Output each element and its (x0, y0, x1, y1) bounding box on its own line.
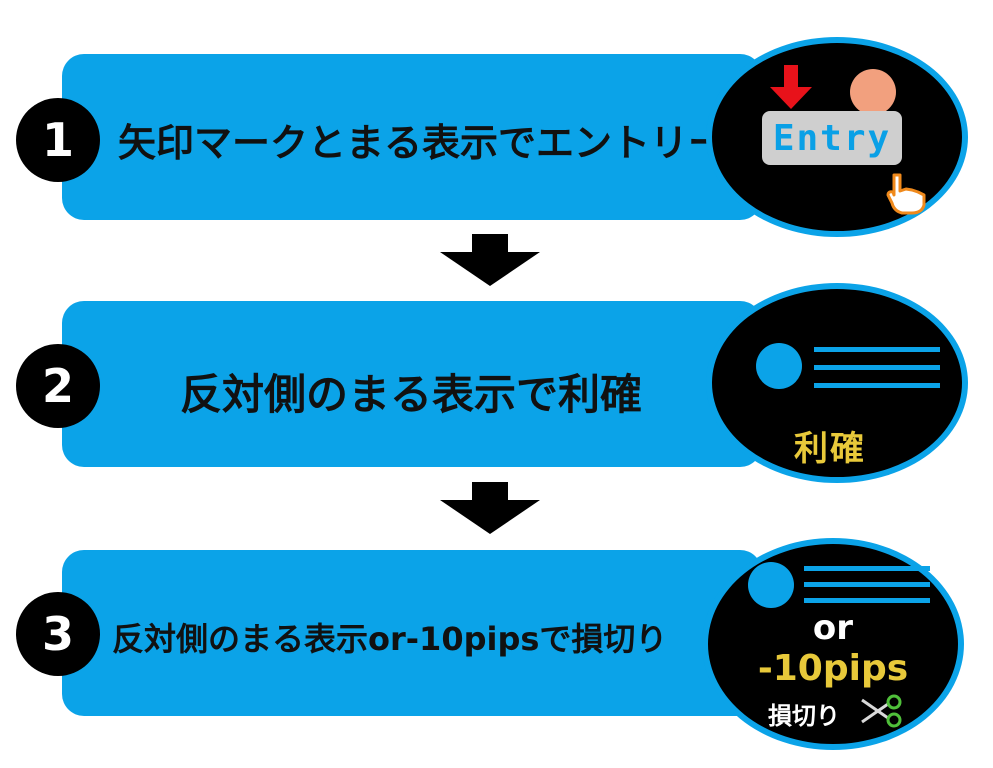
step-1-number-badge: 1 (16, 98, 100, 182)
down-arrow-icon (440, 482, 540, 534)
price-lines-icon (814, 347, 940, 388)
price-lines-icon (804, 566, 930, 603)
scissors-icon (861, 694, 902, 728)
step-3-label: 反対側のまる表示or-10pipsで損切り (112, 620, 668, 658)
pointing-hand-icon (886, 173, 926, 215)
step-2-icon-circle: 利確 (706, 283, 968, 483)
step-3-number-badge: 3 (16, 592, 100, 676)
step-2-bar (62, 301, 762, 467)
step-3-icon-circle: or -10pips 損切り (702, 538, 964, 750)
take-profit-caption: 利確 (794, 429, 866, 469)
step-1-bar (62, 54, 762, 220)
signal-dot-icon (850, 69, 896, 115)
step-2-number-badge: 2 (16, 344, 100, 428)
or-text: or (812, 608, 854, 648)
step-3-bar (62, 550, 762, 716)
entry-button: Entry (762, 111, 902, 165)
step-1-label: 矢印マークとまる表示でエントリー (118, 121, 727, 165)
stop-loss-caption: 損切り (768, 702, 840, 730)
pips-text: -10pips (757, 648, 909, 689)
down-arrow-icon (440, 234, 540, 286)
signal-dot-icon (748, 562, 794, 608)
step-1-icon-circle: Entry (706, 37, 968, 237)
signal-dot-icon (756, 343, 802, 389)
down-arrow-icon (770, 65, 812, 109)
step-2-label: 反対側のまる表示で利確 (180, 370, 643, 419)
